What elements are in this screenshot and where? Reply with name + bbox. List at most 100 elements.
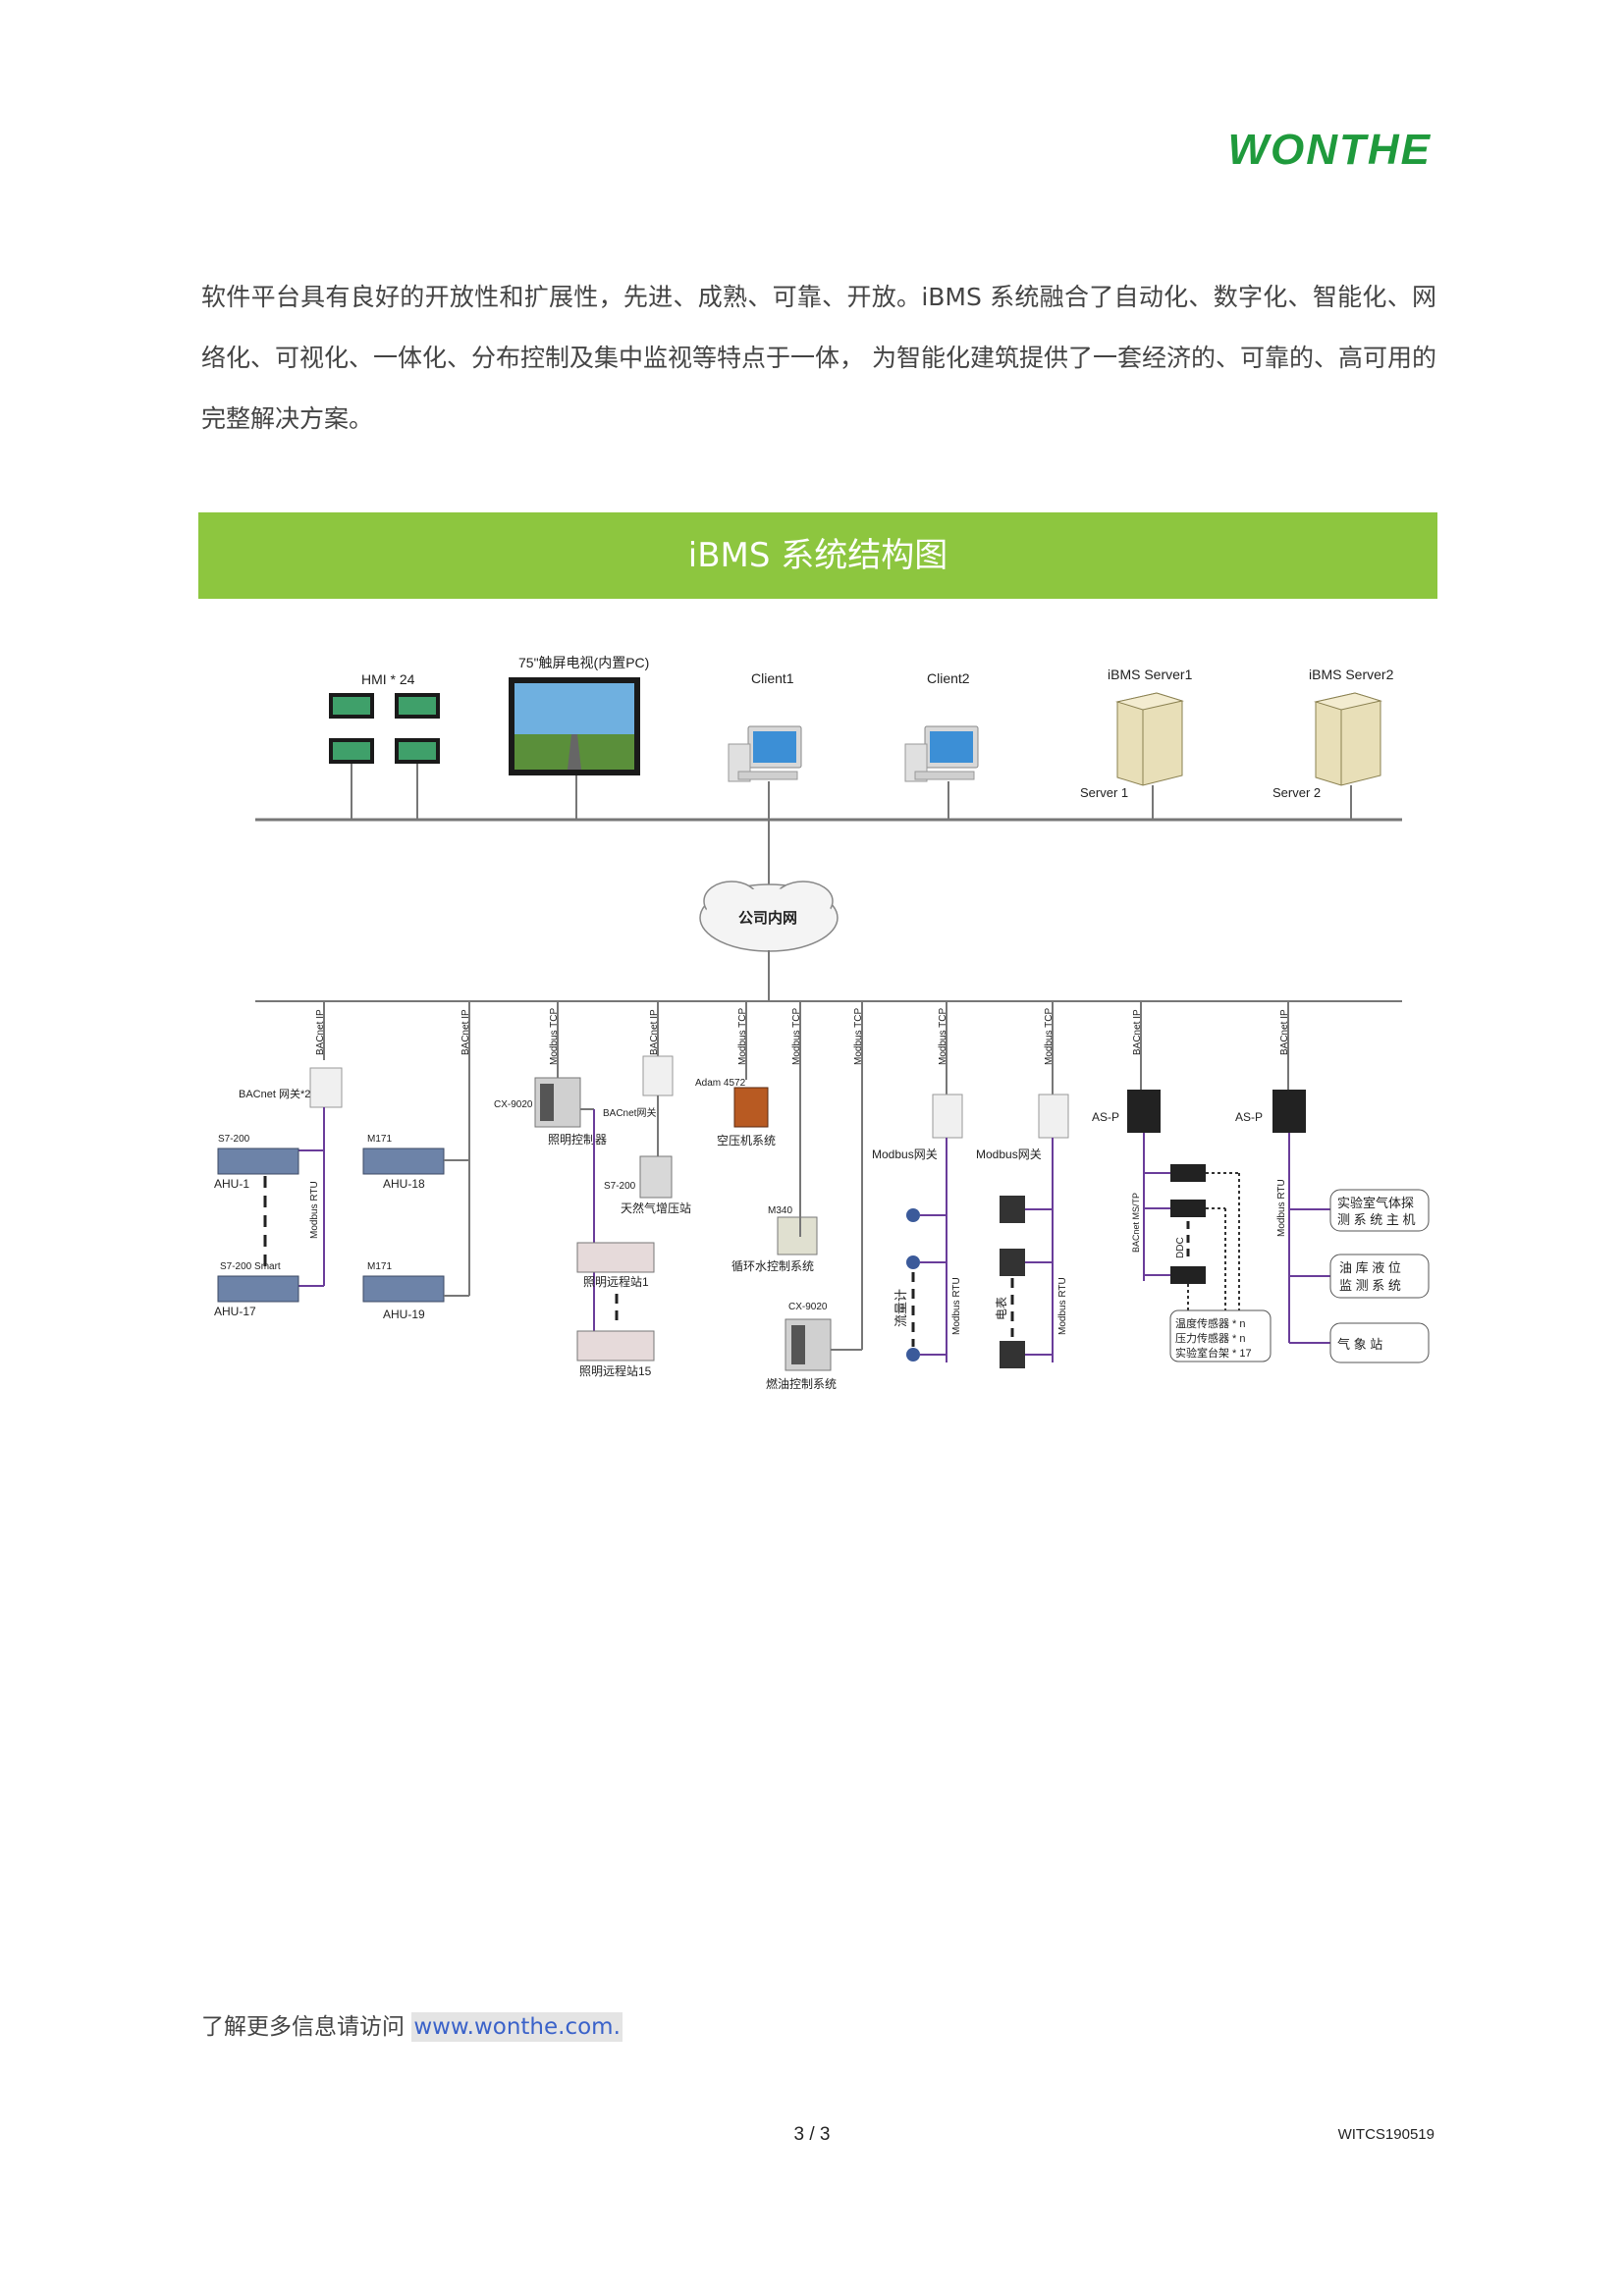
proto-bacnet-ip-5: BACnet IP (1279, 1009, 1290, 1055)
server1-title: iBMS Server1 (1108, 667, 1193, 682)
bacnet-gw-label: BACnet网关 (603, 1106, 656, 1119)
proto-modbus-tcp-4: Modbus TCP (853, 1007, 864, 1065)
ahu17-label: AHU-17 (214, 1305, 256, 1318)
flow-modbus-rtu: Modbus RTU (951, 1277, 962, 1335)
modbus-gw2-label: Modbus网关 (976, 1148, 1042, 1161)
ahu19-unit-icon (362, 1275, 445, 1303)
bacnet-gw-icon (642, 1055, 674, 1096)
lab-gas-line2: 测 系 统 主 机 (1337, 1212, 1415, 1227)
oil-level-line2: 监 测 系 统 (1339, 1278, 1401, 1293)
server2-label: Server 2 (1272, 785, 1321, 800)
client1-computer-icon (728, 725, 802, 782)
server2-title: iBMS Server2 (1309, 667, 1394, 682)
proto-bacnet-ip-2: BACnet IP (460, 1009, 471, 1055)
client2-label: Client2 (927, 670, 970, 686)
sensor2-label: 压力传感器 * n (1175, 1332, 1246, 1345)
water-system-icon (777, 1216, 818, 1255)
flowmeter-icons (906, 1208, 920, 1362)
m340-label: M340 (768, 1205, 792, 1216)
client1-label: Client1 (751, 670, 794, 686)
lab-gas-line1: 实验室气体探 (1337, 1196, 1414, 1210)
oil-level-line1: 油 库 液 位 (1339, 1260, 1401, 1275)
proto-modbus-tcp-3: Modbus TCP (791, 1007, 802, 1065)
ddc-module-icons (1170, 1164, 1206, 1284)
asp1-bacnet-mstp: BACnet MS/TP (1131, 1193, 1141, 1253)
air-compressor-icon (733, 1087, 769, 1128)
bacnet-gw2-icon (309, 1067, 343, 1108)
server1-icon (1115, 692, 1184, 786)
flowmeter-label: 流量计 (893, 1289, 908, 1327)
asp2-modbus-rtu: Modbus RTU (1276, 1179, 1287, 1237)
adam-label: Adam 4572 (695, 1078, 746, 1089)
hmi-panels-icon (329, 693, 440, 764)
sensor1-label: 温度传感器 * n (1175, 1316, 1246, 1330)
proto-modbus-tcp-5: Modbus TCP (938, 1007, 948, 1065)
ahu18-label: AHU-18 (383, 1177, 425, 1191)
intranet-cloud-icon (699, 881, 839, 952)
website-link[interactable]: www.wonthe.com. (411, 2012, 623, 2042)
ahu-modbus-rtu: Modbus RTU (309, 1181, 320, 1239)
hmi-label: HMI * 24 (361, 671, 415, 687)
asp2-label: AS-P (1235, 1110, 1263, 1124)
weather-label: 气 象 站 (1337, 1337, 1382, 1352)
power-meter-icons (1000, 1196, 1025, 1368)
modbus-gw1-label: Modbus网关 (872, 1148, 938, 1161)
gas-station-icon (639, 1155, 673, 1199)
m171-a-label: M171 (367, 1134, 392, 1145)
cx9020-a-label: CX-9020 (494, 1099, 533, 1110)
more-info-text: 了解更多信息请访问 (201, 2014, 412, 2040)
ahu1-unit-icon (217, 1148, 299, 1175)
lab-gas-box (1329, 1189, 1430, 1232)
sensor-box (1169, 1309, 1272, 1362)
proto-modbus-tcp-1: Modbus TCP (549, 1007, 560, 1065)
intranet-label: 公司内网 (738, 909, 797, 927)
lighting-rs1-label: 照明远程站1 (583, 1274, 649, 1289)
s7-200-label: S7-200 (218, 1134, 250, 1145)
lighting-rs15-label: 照明远程站15 (579, 1363, 652, 1378)
touch-tv-icon (509, 677, 640, 775)
lighting-controller-label: 照明控制器 (548, 1133, 607, 1147)
weather-box (1329, 1322, 1430, 1363)
server2-icon (1314, 692, 1382, 786)
power-meter-label: 电表 (995, 1297, 1008, 1320)
client2-computer-icon (904, 725, 979, 782)
proto-modbus-tcp-2: Modbus TCP (737, 1007, 748, 1065)
ahu18-unit-icon (362, 1148, 445, 1175)
gas-station-label: 天然气增压站 (621, 1201, 691, 1215)
lighting-rs1-icon (576, 1242, 655, 1273)
s7-200-smart-label: S7-200 Smart (220, 1261, 281, 1272)
proto-bacnet-ip-4: BACnet IP (1132, 1009, 1143, 1055)
modbus-gw1-icon (932, 1094, 963, 1139)
asp1-label: AS-P (1092, 1110, 1119, 1124)
footer-more-info: 了解更多信息请访问 www.wonthe.com. (201, 2007, 623, 2042)
page-number: 3 / 3 (793, 2124, 831, 2145)
bacnet-gw2-label: BACnet 网关*2 (239, 1087, 310, 1100)
proto-bacnet-ip-1: BACnet IP (315, 1009, 326, 1055)
sensor3-label: 实验室台架 * 17 (1175, 1346, 1252, 1360)
cx9020-b-label: CX-9020 (788, 1302, 828, 1312)
banner-title: iBMS 系统结构图 (687, 536, 948, 575)
oil-system-label: 燃油控制系统 (766, 1376, 837, 1391)
wonthe-logo: WONTHE (1227, 126, 1432, 174)
intro-paragraph: 软件平台具有良好的开放性和扩展性，先进、成熟、可靠、开放。iBMS 系统融合了自… (201, 283, 1436, 433)
lighting-rs15-icon (576, 1330, 655, 1362)
modbus-gw2-icon (1038, 1094, 1069, 1139)
ahu19-label: AHU-19 (383, 1308, 425, 1321)
ddc-label: DDC (1175, 1237, 1186, 1258)
document-code: WITCS190519 (1337, 2126, 1435, 2143)
asp2-controller-icon (1272, 1090, 1306, 1133)
oil-level-box (1329, 1254, 1430, 1299)
ahu17-unit-icon (217, 1275, 299, 1303)
s7-200-b-label: S7-200 (604, 1181, 636, 1192)
water-system-label: 循环水控制系统 (731, 1259, 814, 1273)
meter-modbus-rtu: Modbus RTU (1057, 1277, 1068, 1335)
m171-b-label: M171 (367, 1261, 392, 1272)
air-compressor-label: 空压机系统 (717, 1134, 776, 1148)
diagram-banner: iBMS 系统结构图 (198, 512, 1437, 599)
proto-modbus-tcp-6: Modbus TCP (1044, 1007, 1055, 1065)
ahu1-label: AHU-1 (214, 1177, 249, 1191)
touch-tv-label: 75"触屏电视(内置PC) (518, 655, 649, 670)
server1-label: Server 1 (1080, 785, 1128, 800)
asp1-controller-icon (1127, 1090, 1161, 1133)
